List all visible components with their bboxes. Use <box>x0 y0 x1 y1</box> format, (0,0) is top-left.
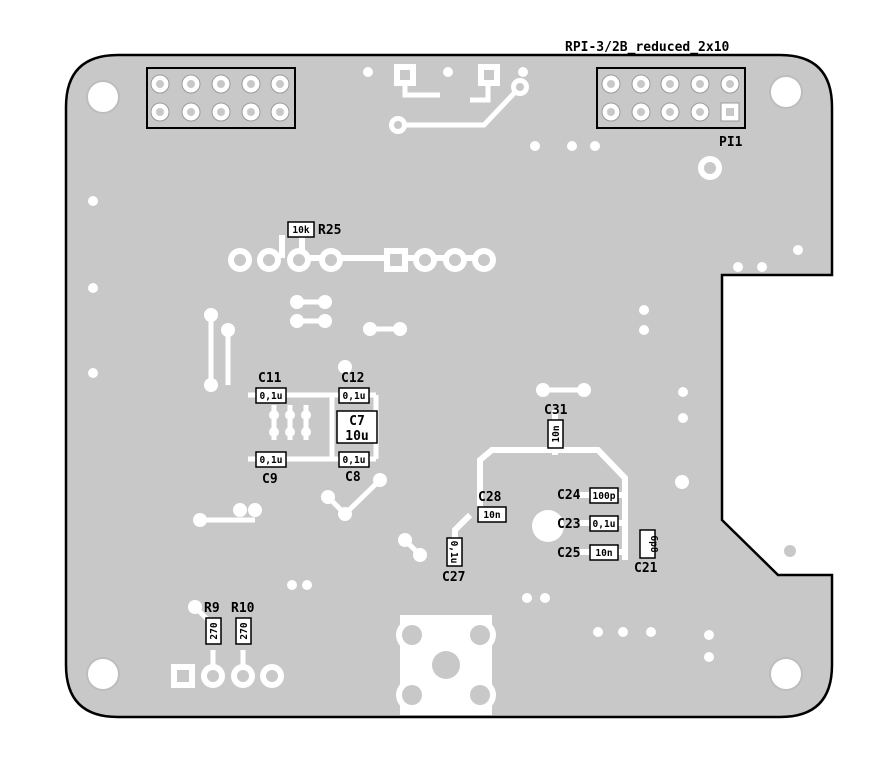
connector-title: RPI-3/2B_reduced_2x10 <box>565 40 730 55</box>
r10-label: R10 <box>231 601 255 616</box>
c25-footprint[interactable]: 10n <box>589 544 619 561</box>
c24-footprint[interactable]: 100p <box>589 487 619 504</box>
r25-value: 10k <box>292 225 309 236</box>
c12-value: 0,1u <box>343 391 366 402</box>
c7-value: 10u <box>345 429 368 444</box>
c8-label: C8 <box>345 470 361 485</box>
c7-label: C7 <box>349 414 365 429</box>
r9-label: R9 <box>204 601 220 616</box>
vias <box>88 196 803 662</box>
c23-label: C23 <box>557 517 580 532</box>
c11-footprint[interactable]: 0,1u <box>255 387 287 404</box>
c11-label: C11 <box>258 371 282 386</box>
r10-value: 270 <box>239 622 250 639</box>
c28-label: C28 <box>478 490 502 505</box>
c21-value: 6p8 <box>648 535 659 552</box>
r9-r10-pads[interactable] <box>171 600 284 688</box>
c27-label: C27 <box>442 570 465 585</box>
c24-value: 100p <box>593 491 616 502</box>
r9-value: 270 <box>209 622 220 639</box>
c21-footprint[interactable]: 6p8 <box>639 529 659 559</box>
r25-footprint[interactable]: 10k <box>287 221 315 238</box>
pi1-label: PI1 <box>719 135 743 150</box>
r25-label: R25 <box>318 223 341 238</box>
c25-value: 10n <box>595 548 612 559</box>
c11-value: 0,1u <box>260 391 283 402</box>
c9-value: 0,1u <box>260 455 283 466</box>
c9-label: C9 <box>262 472 278 487</box>
mounting-holes <box>86 75 803 691</box>
c25-label: C25 <box>557 546 580 561</box>
c31-footprint[interactable]: 10n <box>547 419 564 449</box>
c23-value: 0,1u <box>593 519 616 530</box>
c7-footprint[interactable]: 10u <box>336 410 378 444</box>
c8-value: 0,1u <box>343 455 366 466</box>
c27-footprint[interactable]: 0,1u <box>446 537 463 567</box>
c28-value: 10n <box>483 510 500 521</box>
c24-label: C24 <box>557 488 581 503</box>
header-connector-left[interactable] <box>146 67 296 129</box>
c21-label: C21 <box>634 561 658 576</box>
c9-footprint[interactable]: 0,1u <box>255 451 287 468</box>
c12-label: C12 <box>341 371 364 386</box>
r10-footprint[interactable]: 270 <box>235 617 252 645</box>
c8-footprint[interactable]: 0,1u <box>338 451 370 468</box>
c31-value: 10n <box>551 425 562 442</box>
c31-label: C31 <box>544 403 568 418</box>
c28-footprint[interactable]: 10n <box>477 506 507 523</box>
c27-value: 0,1u <box>448 541 459 564</box>
header-connector-pi1[interactable] <box>596 67 746 129</box>
r9-footprint[interactable]: 270 <box>205 617 222 645</box>
r25-pad-row[interactable] <box>228 235 496 272</box>
rf-connector-pads[interactable] <box>396 615 496 715</box>
c12-footprint[interactable]: 0,1u <box>338 387 370 404</box>
c23-footprint[interactable]: 0,1u <box>589 515 619 532</box>
